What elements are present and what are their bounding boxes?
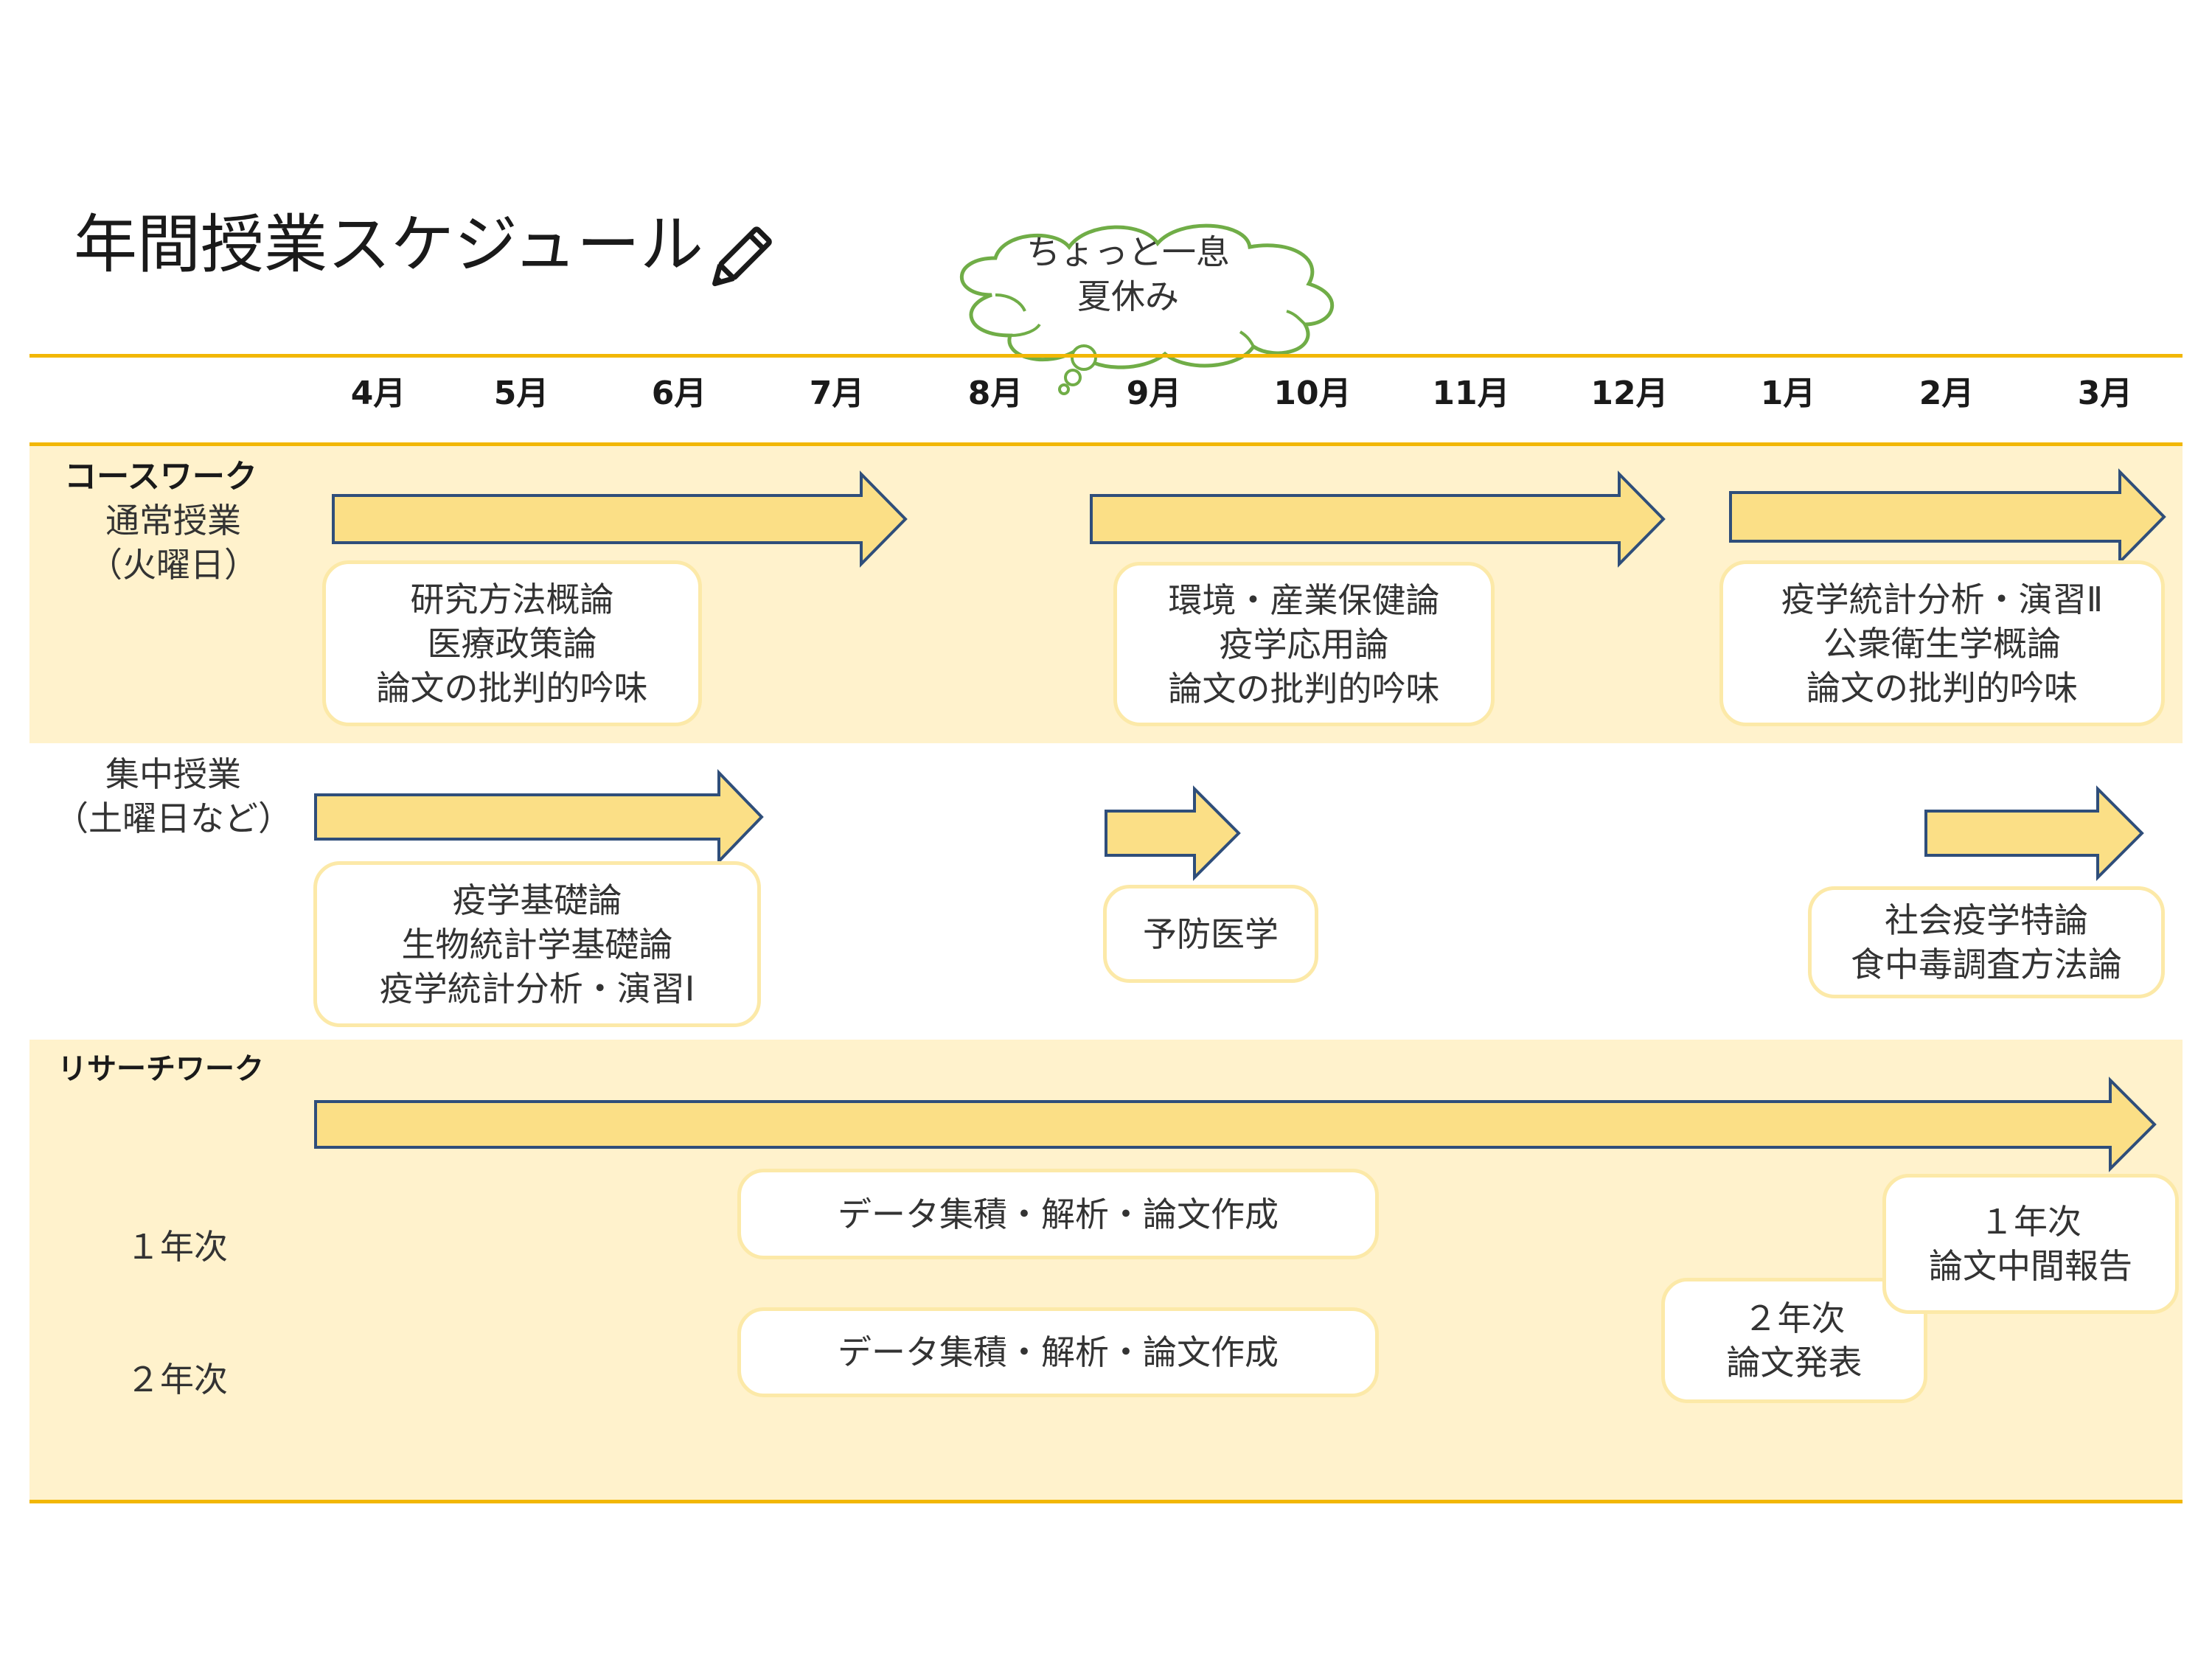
box-line: 予防医学	[1143, 914, 1279, 954]
intensive-box-2: 予防医学	[1103, 885, 1318, 983]
box-line: 生物統計学基礎論	[401, 924, 673, 964]
arrow-right-icon	[314, 1077, 2157, 1172]
arrow-right-icon	[314, 769, 764, 865]
regular-class-label: 通常授業 （火曜日）	[41, 498, 306, 587]
month-6: 6月	[651, 375, 707, 412]
report-box-year2: ２年次 論文発表	[1661, 1278, 1927, 1403]
regular-class-line-2: （火曜日）	[88, 545, 258, 585]
box-line: 論文の批判的吟味	[1806, 667, 2078, 708]
box-line: データ集積・解析・論文作成	[838, 1194, 1279, 1234]
box-line: 食中毒調査方法論	[1851, 945, 2122, 984]
box-line: 疫学応用論	[1219, 624, 1389, 664]
month-1: 1月	[1760, 375, 1816, 412]
month-2: 2月	[1919, 375, 1975, 412]
arrow-right-icon	[1924, 785, 2144, 881]
report-box-year1: １年次 論文中間報告	[1882, 1174, 2179, 1314]
arrow-right-icon	[1105, 785, 1241, 881]
coursework-top-line	[29, 442, 2183, 446]
month-10: 10月	[1273, 375, 1352, 412]
cloud-line-2: 夏休み	[1077, 276, 1179, 316]
year1-label: １年次	[126, 1227, 228, 1267]
box-line: 論文の批判的吟味	[376, 667, 648, 708]
intensive-box-1: 疫学基礎論 生物統計学基礎論 疫学統計分析・演習Ⅰ	[313, 861, 761, 1027]
box-line: データ集積・解析・論文作成	[838, 1332, 1279, 1372]
cloud-text: ちょっと一息 夏休み	[981, 230, 1276, 319]
regular-box-3: 疫学統計分析・演習Ⅱ 公衆衛生学概論 論文の批判的吟味	[1719, 560, 2165, 726]
intensive-class-line-1: 集中授業	[105, 754, 241, 794]
arrow-right-icon	[1729, 468, 2166, 566]
box-line: 論文の批判的吟味	[1168, 668, 1440, 709]
regular-class-line-1: 通常授業	[105, 501, 241, 540]
arrow-right-icon	[1090, 470, 1666, 568]
box-line: 環境・産業保健論	[1168, 580, 1440, 620]
box-line: 疫学統計分析・演習Ⅱ	[1781, 579, 2104, 619]
box-line: 医療政策論	[427, 623, 597, 664]
page-title: 年間授業スケジュール	[74, 208, 703, 282]
arrow-right-icon	[332, 470, 908, 568]
header-top-line	[29, 354, 2183, 358]
box-line: 疫学統計分析・演習Ⅰ	[379, 968, 695, 1009]
box-line: 社会疫学特論	[1885, 900, 2088, 940]
box-line: 論文発表	[1726, 1343, 1863, 1382]
month-8: 8月	[967, 375, 1023, 412]
intensive-class-line-2: （土曜日など）	[55, 799, 292, 838]
coursework-heading: コースワーク	[64, 458, 257, 495]
box-line: 疫学基礎論	[452, 880, 622, 920]
month-3: 3月	[2077, 375, 2133, 412]
month-9: 9月	[1126, 375, 1182, 412]
pencil-icon	[712, 226, 772, 287]
regular-box-2: 環境・産業保健論 疫学応用論 論文の批判的吟味	[1113, 562, 1495, 726]
box-line: 研究方法概論	[410, 579, 614, 619]
month-7: 7月	[809, 375, 865, 412]
regular-box-1: 研究方法概論 医療政策論 論文の批判的吟味	[322, 560, 702, 726]
cloud-line-1: ちょっと一息	[1026, 232, 1230, 272]
year2-label: ２年次	[126, 1360, 228, 1399]
box-line: ２年次	[1743, 1298, 1846, 1338]
month-11: 11月	[1432, 375, 1510, 412]
intensive-class-label: 集中授業 （土曜日など）	[41, 752, 306, 841]
data-box-year2: データ集積・解析・論文作成	[737, 1307, 1379, 1397]
data-box-year1: データ集積・解析・論文作成	[737, 1169, 1379, 1259]
box-line: 公衆衛生学概論	[1823, 623, 2061, 664]
box-line: 論文中間報告	[1929, 1246, 2132, 1286]
month-12: 12月	[1590, 375, 1669, 412]
box-line: １年次	[1980, 1202, 2081, 1242]
month-5: 5月	[493, 375, 549, 412]
intensive-box-3: 社会疫学特論 食中毒調査方法論	[1808, 886, 2165, 998]
bottom-line	[29, 1500, 2183, 1503]
month-4: 4月	[350, 375, 406, 412]
research-heading: リサーチワーク	[58, 1052, 264, 1086]
